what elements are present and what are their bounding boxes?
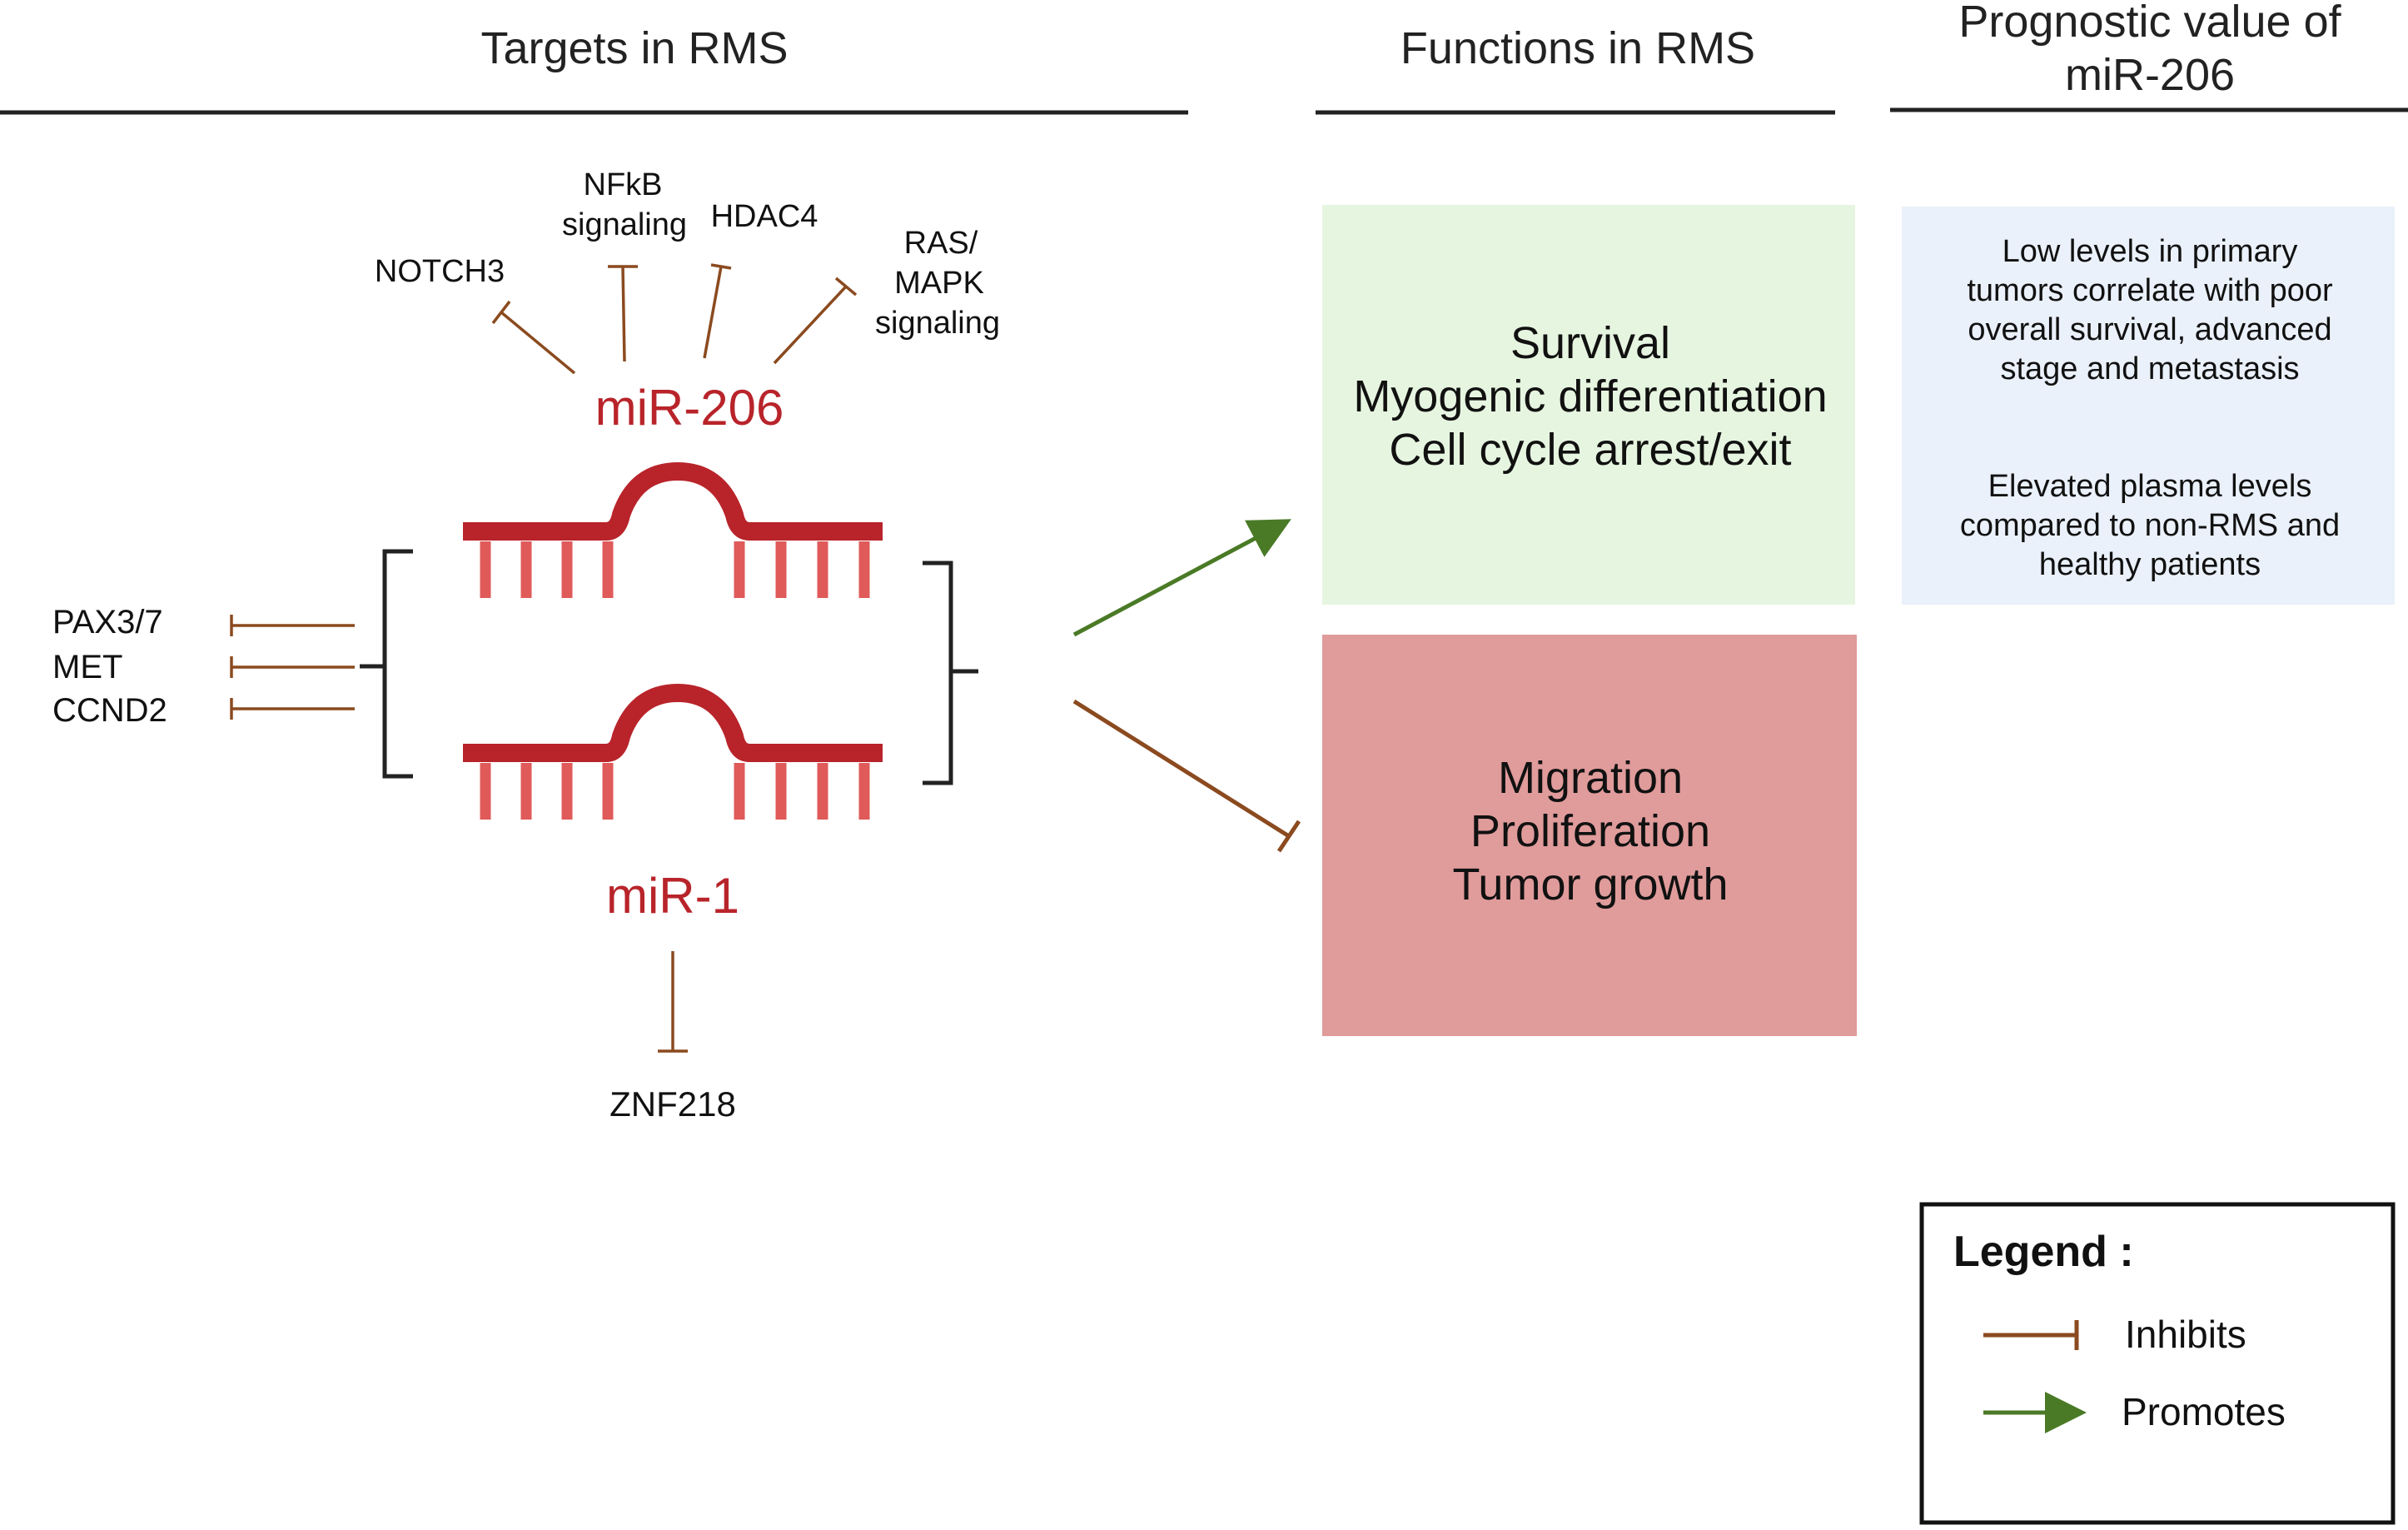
target-znf218: ZNF218 [609, 1084, 736, 1124]
target-ras-line3: signaling [875, 306, 1000, 341]
target-ras-line2: MAPK [894, 266, 984, 301]
legend-title: Legend : [1953, 1228, 2134, 1276]
target-nfkb-line1: NFkB [584, 167, 663, 202]
inhibit-line-hdac4 [703, 263, 732, 359]
inhibited-function-3: Tumor growth [1452, 860, 1728, 910]
inhibited-function-2: Proliferation [1470, 806, 1710, 856]
inhibit-line-znf218 [658, 951, 688, 1053]
mirna-molecule-top [463, 462, 883, 598]
target-hdac4: HDAC4 [711, 199, 818, 234]
header-functions: Functions in RMS [1401, 23, 1755, 73]
target-nfkb-line2: signaling [562, 207, 687, 242]
target-ras-line1: RAS/ [904, 226, 978, 261]
mirna-molecule-bottom [463, 684, 883, 820]
inhibit-line-ccnd2 [230, 698, 355, 720]
target-met: MET [52, 649, 122, 685]
promote-arrow-functions [1072, 519, 1291, 637]
prognostic-p1-line1: Low levels in primary [2003, 234, 2298, 269]
prognostic-p2-line2: compared to non-RMS and [1960, 508, 2340, 543]
right-bracket [923, 561, 978, 785]
mir1-label: miR-1 [606, 868, 739, 924]
prognostic-p1-line2: tumors correlate with poor [1967, 273, 2333, 308]
inhibited-functions-box [1322, 635, 1857, 1036]
prognostic-p1-line4: stage and metastasis [2000, 351, 2299, 386]
header-prognostic-line2: miR-206 [2065, 50, 2235, 100]
promoted-function-1: Survival [1510, 318, 1670, 368]
target-ccnd2: CCND2 [52, 692, 167, 729]
promoted-function-2: Myogenic differentiation [1353, 371, 1827, 421]
mir206-label: miR-206 [595, 380, 784, 436]
legend-promotes-label: Promotes [2122, 1390, 2286, 1433]
left-bracket [360, 549, 413, 779]
inhibit-arrow-functions [1072, 699, 1301, 853]
legend-inhibits-label: Inhibits [2125, 1313, 2246, 1356]
target-notch3: NOTCH3 [375, 254, 505, 289]
inhibit-line-pax [230, 615, 355, 636]
prognostic-p1-line3: overall survival, advanced [1968, 312, 2331, 347]
legend-inhibits-symbol [1983, 1320, 2079, 1350]
prognostic-p2-line1: Elevated plasma levels [1988, 469, 2312, 504]
promoted-function-3: Cell cycle arrest/exit [1389, 425, 1791, 475]
legend-box [1919, 1202, 2396, 1525]
inhibit-line-nfkb [608, 265, 638, 362]
header-targets: Targets in RMS [480, 23, 788, 73]
inhibit-line-met [230, 656, 355, 678]
inhibit-line-notch3 [491, 300, 576, 375]
prognostic-box [1902, 207, 2395, 605]
target-pax: PAX3/7 [52, 604, 163, 640]
inhibited-function-1: Migration [1498, 753, 1683, 803]
prognostic-p2-line3: healthy patients [2039, 547, 2261, 582]
header-prognostic-line1: Prognostic value of [1958, 0, 2341, 47]
inhibit-line-ras [773, 277, 858, 365]
promoted-functions-box [1322, 205, 1855, 605]
